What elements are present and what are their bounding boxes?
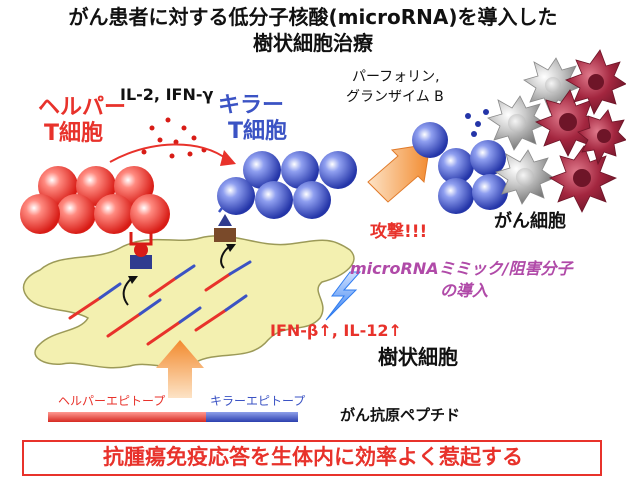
lightning-icon <box>325 271 362 321</box>
uptake-arrow-icon <box>156 340 204 398</box>
title-line-1: がん患者に対する低分子核酸(microRNA)を導入した <box>68 5 558 29</box>
killer-t-cell-label-1: キラー <box>218 93 285 118</box>
helper-t-cell-label-2: T細胞 <box>44 121 104 146</box>
peptide-label: がん抗原ペプチド <box>340 406 461 424</box>
attacking-killer-cells <box>412 122 508 214</box>
mirna-label-1: microRNAミミック/阻害分子 <box>350 259 573 278</box>
killer-t-cell-cluster <box>217 151 357 219</box>
dc-cytokine-label: IFN-β↑, IL-12↑ <box>270 321 402 340</box>
helper-epitope-bar <box>48 412 206 422</box>
conclusion-box <box>22 440 602 476</box>
killer-epitope-bar <box>206 412 298 422</box>
cancer-cell-label: がん細胞 <box>494 211 566 232</box>
killer-epitope-label: キラーエピトープ <box>210 394 306 408</box>
killer-t-cell-label-2: T細胞 <box>228 119 288 144</box>
helper-t-cell-cluster <box>20 166 170 234</box>
helper-t-cell-label-1: ヘルパー <box>38 95 127 120</box>
mirna-label-2: の導入 <box>440 281 489 300</box>
peptide-stripes <box>68 260 252 346</box>
conclusion-text: 抗腫瘍免疫応答を生体内に効率よく惹起する <box>103 445 523 469</box>
mhc-helper-receptor <box>129 232 153 269</box>
helper-epitope-label: ヘルパーエピトープ <box>58 394 166 408</box>
cytokine-dots <box>141 117 207 159</box>
perforin-label: パーフォリン, <box>352 69 440 85</box>
attack-label: 攻撃!!! <box>370 222 428 242</box>
dendritic-cell-label: 樹状細胞 <box>378 345 458 369</box>
title-line-2: 樹状細胞治療 <box>253 31 373 55</box>
attack-arrow-icon <box>367 143 431 203</box>
cytokines-label: IL-2, IFN-γ <box>120 85 214 104</box>
cytokine-arrow-icon <box>109 143 229 163</box>
dendritic-cell-shape <box>22 235 355 369</box>
granule-dots <box>465 109 489 137</box>
granzyme-label: グランザイム B <box>346 89 444 105</box>
cancer-cells <box>535 49 626 213</box>
